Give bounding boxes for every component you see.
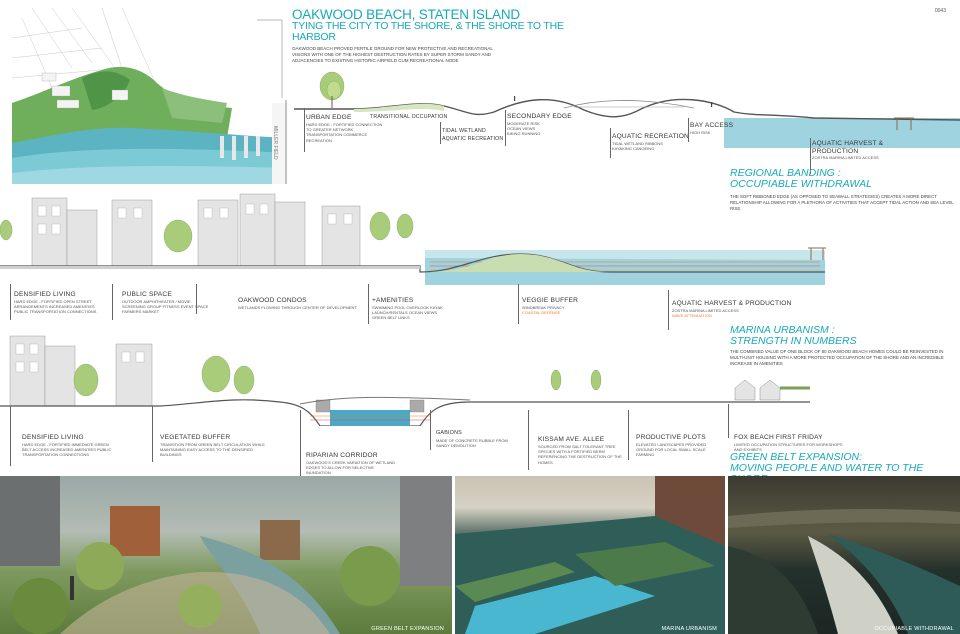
riparian-corridor-label: Riparian Corridor Oakwood's creek variat… [306,452,396,476]
map-number-label: 10 [120,96,126,102]
marina-title-2: Strength in Numbers [730,335,857,347]
kissam-allee-label: Kissam Ave. Allee Sourced from salt tole… [538,436,622,465]
page-number: 0043 [934,8,946,14]
section-1-drawing [294,71,960,148]
fox-beach-label: Fox Beach First Friday Limited occupatio… [734,434,843,452]
render-withdrawal-art [728,509,960,634]
secondary-edge-label: Secondary Edge Moderate risk ocean views… [507,113,572,137]
veggie-buffer-label: Veggie Buffer Windbreak privacy Coastal … [522,297,579,315]
greenbelt-title-1: Green Belt Expansion: [730,451,863,463]
productive-plots-label: Productive Plots Elevated landscapes pro… [636,434,707,458]
transitional-label: Transitional Occupation [370,114,448,120]
marina-body: The combined value of one block of 80 Oa… [730,349,944,366]
render-caption-marina: Marina Urbanism [661,626,717,632]
bay-access-label: Bay Access High risk [690,122,734,135]
aquatic-harvest-label-2: Aquatic Harvest & Production Zostra mari… [672,300,792,318]
marina-urbanism: Marina Urbanism : Strength in Numbers Th… [730,325,955,367]
densified-living-label-2: Densified Living Hard edge - fortified i… [22,434,112,458]
amenities-label: +Amenities Swimming pool overlook kayak … [372,297,443,321]
regional-title-1: Regional Banding : [730,167,841,179]
densified-living-label-1: Densified Living Hard edge - fortified o… [14,291,97,315]
aquatic-harvest-label-1: Aquatic Harvest & Production Zostra mari… [812,140,884,161]
marina-title-1: Marina Urbanism : [730,324,835,336]
site-map: 10 Miller Field [11,7,287,184]
sheet-subtitle: Tying the City to the Shore, & the Shore… [292,20,564,43]
vegetated-buffer-label: Vegetated Buffer Transition from green b… [160,434,265,458]
render-green-belt: Green Belt Expansion [0,476,452,634]
oakwood-condos-label: Oakwood Condos Wetlands flowing through … [238,297,357,310]
miller-field-label: Miller Field [272,126,278,160]
urban-edge-label: Urban Edge Hard edge - fortified connect… [306,114,383,143]
render-caption-withdrawal: Occupiable Withdrawal [874,626,954,632]
render-marina: Marina Urbanism [455,476,725,634]
regional-title-2: Occupiable Withdrawal [730,178,872,190]
render-withdrawal: Occupiable Withdrawal [728,476,960,634]
sheet-intro: Oakwood Beach proved fertile ground for … [292,46,493,63]
sheet-title: Oakwood Beach, Staten Island [292,7,520,22]
section-2-drawing [0,193,826,285]
regional-body: The soft ribboned edge (as opposed to se… [730,194,954,211]
title-block: Oakwood Beach, Staten Island Tying the C… [292,8,592,64]
site-map-drawing [11,7,287,184]
tidal-wetland-label: Tidal Wetland Aquatic Recreation [442,128,504,142]
gabions-label: Gabions Made of concrete rubble from San… [436,430,508,448]
section-3-drawing [0,335,810,426]
render-caption-green-belt: Green Belt Expansion [371,626,444,632]
render-marina-art [455,476,725,634]
regional-banding: Regional Banding : Occupiable Withdrawal… [730,168,955,212]
aquatic-recreation-label: Aquatic Recreation Tidal wetland ribbons… [612,133,689,151]
public-space-label: Public Space Outdoor amphitheater / movi… [122,291,209,315]
render-green-belt-art [0,476,452,634]
